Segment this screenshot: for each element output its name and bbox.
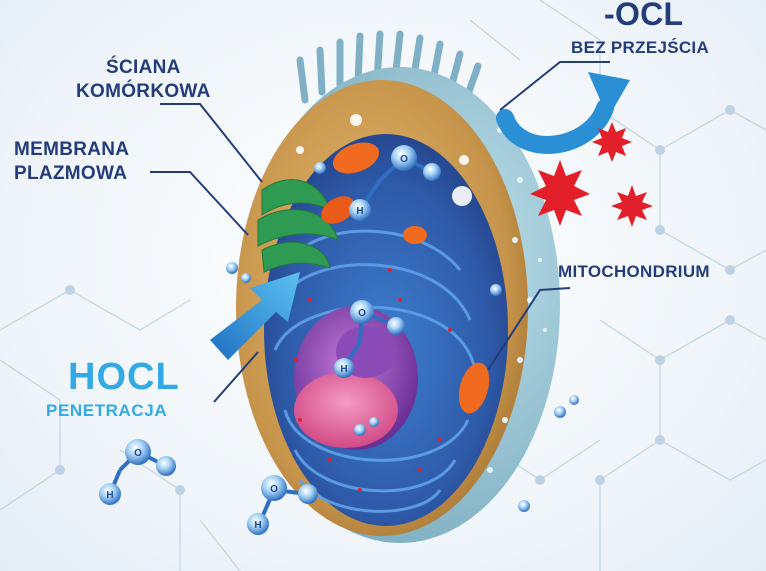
svg-text:H: H — [254, 520, 261, 531]
svg-text:O: O — [358, 308, 366, 319]
svg-text:H: H — [356, 206, 363, 217]
hocl-subtitle: PENETRACJA — [46, 401, 167, 421]
svg-text:O: O — [400, 154, 408, 165]
hocl-title: HOCL — [68, 356, 180, 399]
svg-text:H: H — [340, 364, 347, 375]
cell-wall-label: ŚCIANA KOMÓRKOWA — [76, 56, 211, 104]
cell-wall-label-line2: KOMÓRKOWA — [76, 80, 211, 104]
ocl-subtitle: BEZ PRZEJŚCIA — [571, 38, 709, 58]
atom-o-label: O — [134, 448, 142, 459]
svg-text:O: O — [270, 484, 278, 495]
cell-wall-label-line1: ŚCIANA — [76, 56, 211, 80]
nucleolus — [294, 372, 398, 448]
mitochondrium-label: MITOCHONDRIUM — [558, 262, 710, 282]
atom-h-label: H — [106, 490, 113, 501]
membrane-label-line2: PLAZMOWA — [14, 162, 129, 186]
molecule-left: O H — [99, 439, 176, 505]
membrane-label-line1: MEMBRANA — [14, 138, 129, 162]
plasma-membrane-label: MEMBRANA PLAZMOWA — [14, 138, 129, 186]
ocl-title: -OCL — [604, 0, 683, 33]
